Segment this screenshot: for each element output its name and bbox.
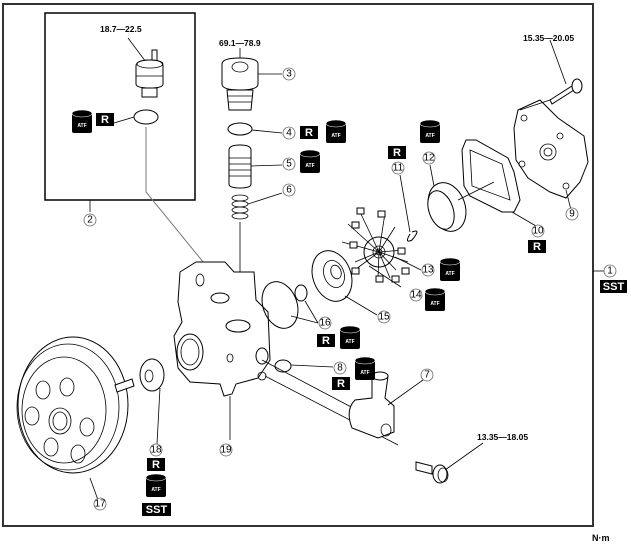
svg-text:14: 14 [410, 290, 422, 301]
callout-8: 8 [333, 361, 347, 375]
unit-label: N·m [592, 533, 610, 543]
svg-text:R: R [322, 335, 330, 347]
atf-icon [354, 356, 376, 381]
torque-connector: 69.1—78.9 [219, 38, 261, 48]
suction-pipe [348, 371, 424, 439]
svg-text:ATF: ATF [360, 370, 369, 376]
outer-frame [2, 3, 594, 527]
svg-text:SST: SST [603, 281, 625, 293]
svg-text:19: 19 [220, 445, 232, 456]
svg-text:SST: SST [146, 504, 168, 516]
svg-text:2: 2 [87, 215, 93, 226]
replace-badges: R R R R R R R [96, 113, 546, 471]
svg-text:ATF: ATF [425, 133, 434, 139]
svg-text:R: R [152, 459, 160, 471]
svg-text:16: 16 [319, 318, 331, 329]
callout-12: 12 [422, 151, 436, 165]
svg-text:1: 1 [607, 266, 613, 277]
svg-text:ATF: ATF [331, 133, 340, 139]
atf-labels: ATF ATF ATF ATF ATF ATF ATF ATF ATF [77, 123, 454, 493]
svg-text:9: 9 [569, 209, 575, 220]
pressure-switch [127, 37, 164, 98]
pump-cover [513, 99, 589, 211]
atf-icon [71, 109, 93, 134]
o-ring-switch [113, 109, 227, 291]
svg-text:R: R [305, 127, 313, 139]
side-plate [311, 250, 378, 316]
svg-text:ATF: ATF [151, 487, 160, 493]
callout-17: 17 [93, 497, 107, 511]
callout-16: 16 [318, 316, 332, 330]
valve-spool [228, 144, 283, 189]
svg-text:11: 11 [393, 163, 404, 174]
callout-4: 4 [282, 126, 296, 140]
svg-text:17: 17 [94, 499, 106, 510]
callout-14: 14 [409, 288, 423, 302]
connector-fitting [221, 48, 282, 111]
svg-text:ATF: ATF [345, 339, 354, 345]
inset-box [44, 12, 196, 201]
torque-cover-bolt: 15.35—20.05 [523, 33, 574, 43]
cam-ring [427, 164, 467, 232]
svg-text:8: 8 [337, 363, 343, 374]
callout-7: 7 [420, 368, 434, 382]
snap-ring [399, 174, 418, 242]
svg-text:R: R [533, 241, 541, 253]
torque-pipe-bolt: 13.35—18.05 [477, 432, 528, 442]
callout-10: 10 [531, 224, 545, 238]
atf-icon [145, 473, 167, 498]
callout-2: 2 [83, 213, 97, 227]
callout-3: 3 [282, 67, 296, 81]
o-ring-connector [227, 122, 283, 136]
atf-icon [419, 119, 441, 144]
svg-text:ATF: ATF [430, 301, 439, 307]
atf-icon [439, 257, 461, 282]
gasket [457, 139, 537, 227]
pulley [16, 336, 135, 501]
svg-text:18: 18 [150, 445, 162, 456]
svg-text:4: 4 [286, 128, 292, 139]
callout-19: 19 [219, 443, 233, 457]
pipe-bolt [415, 442, 484, 484]
svg-text:15: 15 [378, 312, 390, 323]
svg-text:ATF: ATF [77, 123, 86, 129]
svg-text:R: R [101, 114, 109, 126]
svg-text:6: 6 [286, 185, 292, 196]
pump-body [173, 261, 271, 440]
callout-6: 6 [282, 183, 296, 197]
svg-text:12: 12 [423, 153, 435, 164]
svg-text:13: 13 [422, 265, 434, 276]
atf-icon [325, 119, 347, 144]
svg-text:5: 5 [286, 159, 292, 170]
callout-1: 1 [603, 264, 617, 278]
svg-text:ATF: ATF [445, 271, 454, 277]
atf-icon [299, 149, 321, 174]
svg-text:R: R [337, 378, 345, 390]
svg-text:3: 3 [286, 69, 292, 80]
o-rings-suction [261, 281, 319, 329]
sst-badges: SST SST [142, 280, 627, 516]
rotor-assembly [341, 207, 410, 283]
svg-text:10: 10 [532, 226, 544, 237]
atf-icon [424, 287, 446, 312]
oil-seal [139, 358, 165, 445]
callout-11: 11 [391, 161, 405, 175]
svg-text:R: R [393, 147, 401, 159]
svg-text:ATF: ATF [305, 163, 314, 169]
callout-9: 9 [565, 207, 579, 221]
callout-13: 13 [421, 263, 435, 277]
callout-5: 5 [282, 157, 296, 171]
cover-bolt [519, 39, 583, 111]
torque-pressure-switch: 18.7—22.5 [100, 24, 142, 34]
callout-18: 18 [149, 443, 163, 457]
callout-15: 15 [377, 310, 391, 324]
atf-icon [339, 325, 361, 350]
svg-text:7: 7 [424, 370, 430, 381]
